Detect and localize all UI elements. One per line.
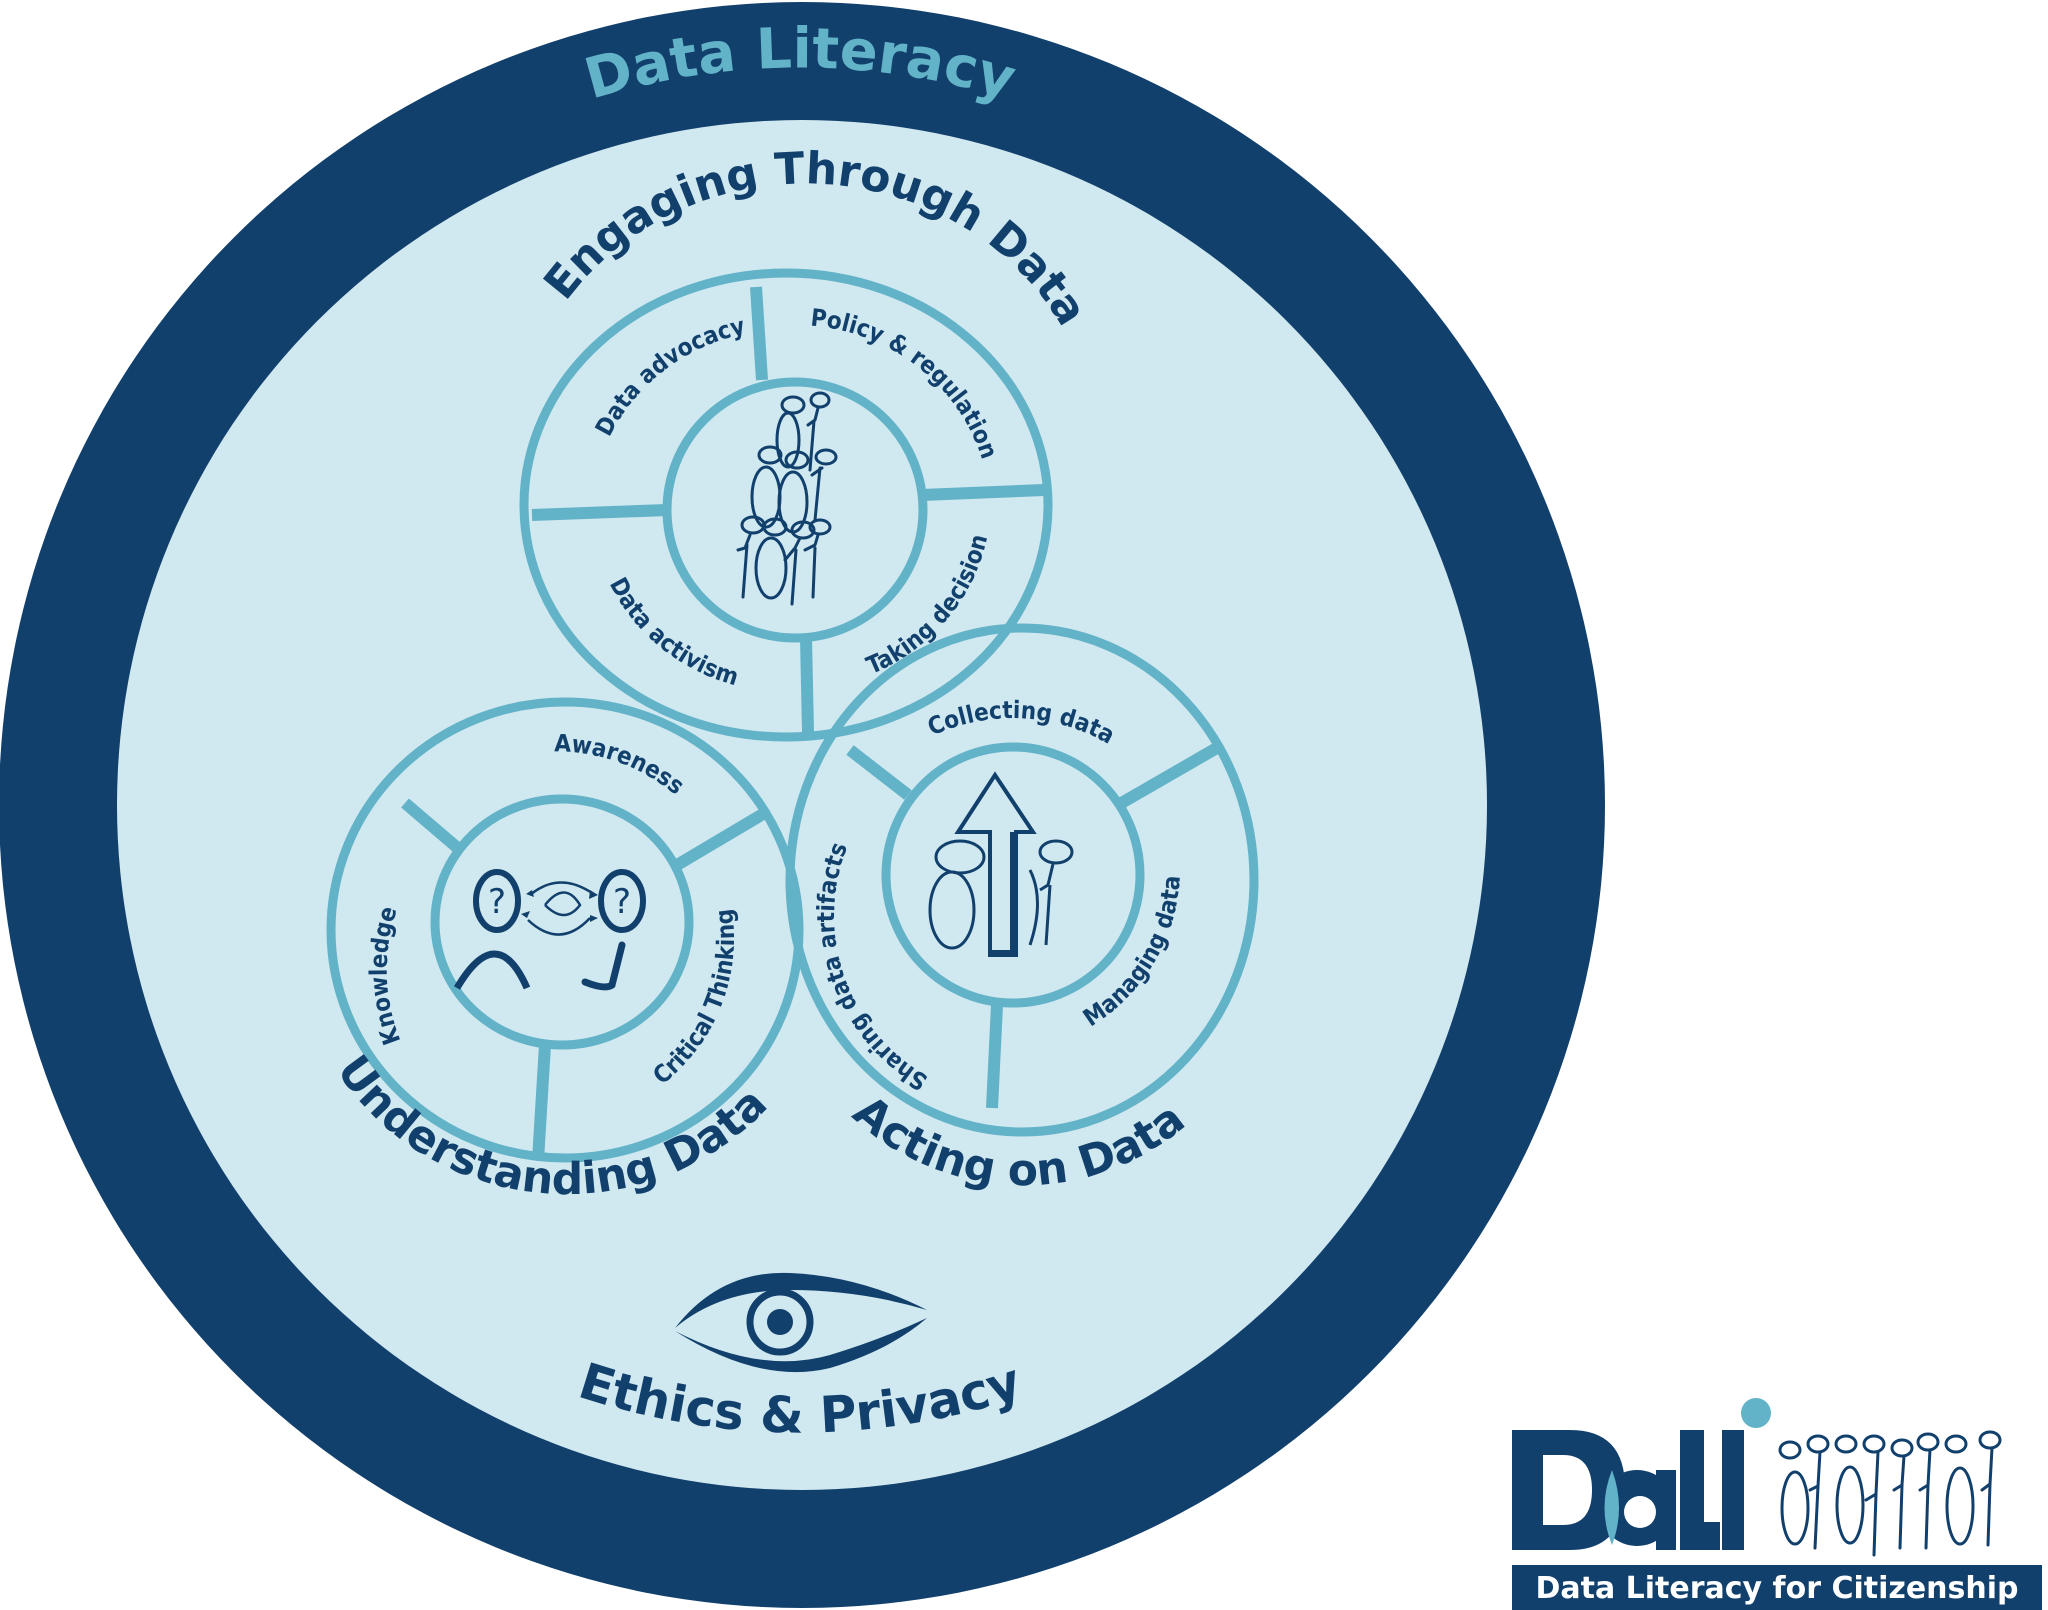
divider	[986, 1004, 1003, 1109]
divider	[846, 745, 912, 800]
logo-tagline: Data Literacy for Citizenship	[1535, 1571, 2018, 1606]
dali-logo: Data Literacy for Citizenship	[1512, 1398, 2042, 1610]
acting-inner-ring	[881, 742, 1145, 1008]
eye-icon	[675, 1272, 927, 1373]
divider	[1115, 739, 1225, 811]
divider	[401, 798, 464, 855]
divider	[921, 484, 1045, 501]
engaging-inner-ring	[662, 377, 928, 643]
svg-text:?: ?	[488, 882, 506, 922]
svg-text:?: ?	[613, 882, 631, 922]
divider	[668, 805, 772, 874]
divider	[750, 286, 768, 381]
people-pyramid-1011-icon	[736, 391, 838, 606]
engaging-outer-ring	[519, 268, 1053, 742]
logo-letter-l	[1680, 1430, 1720, 1550]
acting-outer-ring	[785, 623, 1259, 1137]
divider	[531, 504, 668, 521]
logo-letter-d	[1512, 1430, 1625, 1550]
engaging-circle	[519, 268, 1053, 742]
logo-letter-i	[1722, 1430, 1744, 1550]
acting-circle	[785, 623, 1259, 1137]
logo-dot	[1741, 1398, 1771, 1428]
logo-tagline-bar	[1512, 1565, 2042, 1610]
two-heads-exchange-icon: ? ?	[453, 869, 646, 991]
arrow-up-people-icon	[928, 771, 1074, 957]
understanding-inner-ring	[430, 794, 694, 1050]
binary-people-icon	[1778, 1430, 2002, 1557]
divider	[800, 637, 814, 734]
divider	[532, 1044, 551, 1161]
